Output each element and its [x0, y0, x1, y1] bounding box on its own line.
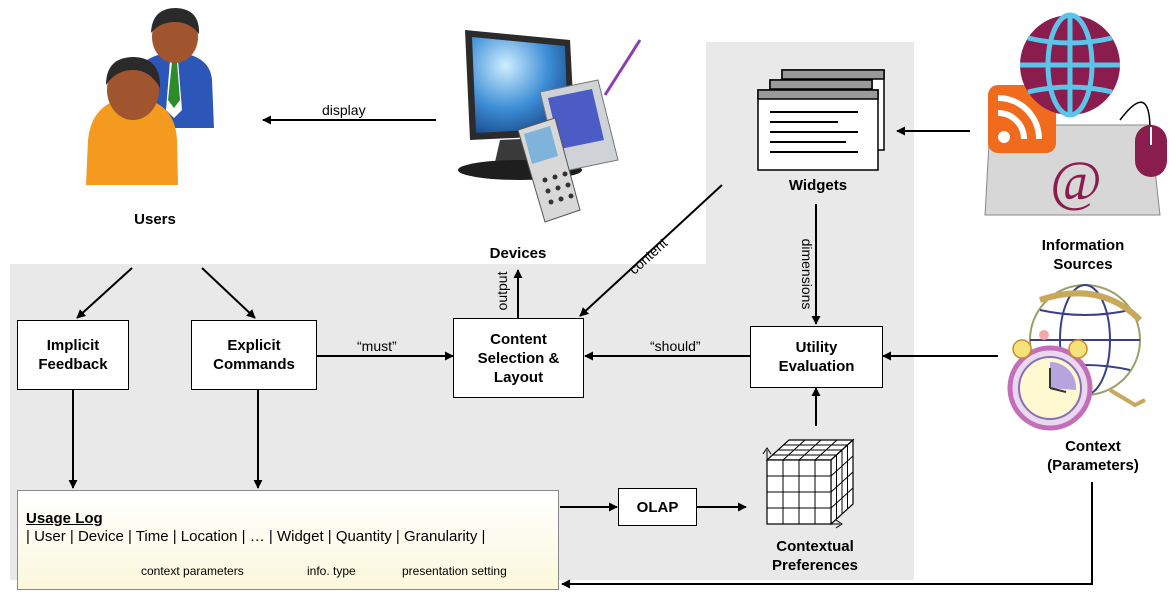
- widgets-icon: [757, 69, 885, 171]
- system-region: [10, 42, 914, 580]
- output-edge-label: output: [494, 271, 510, 311]
- display-edge-label: display: [322, 102, 366, 118]
- usage-log-box: Usage Log | User | Device | Time | Locat…: [17, 490, 559, 590]
- arrow-users-to-explicit: [201, 267, 256, 319]
- contextual-preferences-cube: [762, 438, 855, 529]
- context-parameters-group-label: context parameters: [141, 564, 244, 578]
- dimensions-edge-label: dimensions: [799, 238, 815, 310]
- arrow-users-to-implicit: [76, 267, 133, 319]
- olap-box: OLAP: [618, 488, 697, 526]
- info-type-group-label: info. type: [307, 564, 356, 578]
- users-icon: [86, 8, 214, 185]
- devices-label: Devices: [489, 245, 547, 262]
- presentation-setting-group-label: presentation setting: [402, 564, 507, 578]
- should-edge-label: “should”: [650, 338, 701, 354]
- users-label: Users: [134, 211, 176, 228]
- information-sources-label: Information Sources: [1041, 237, 1125, 273]
- usage-log-fields: | User | Device | Time | Location | … | …: [26, 528, 486, 545]
- devices-icon: [458, 30, 642, 223]
- usage-log-title: Usage Log: [26, 510, 103, 527]
- context-label: Context (Parameters): [1047, 438, 1139, 474]
- arrow-content: [579, 184, 723, 317]
- explicit-commands-box: Explicit Commands: [191, 320, 317, 390]
- must-edge-label: “must”: [357, 338, 397, 354]
- arrow-context-to-log: [561, 482, 1093, 589]
- contextual-preferences-label: Contextual Preferences: [772, 538, 858, 574]
- implicit-feedback-box: Implicit Feedback: [17, 320, 129, 390]
- svg-text:@: @: [1050, 151, 1102, 213]
- utility-evaluation-box: Utility Evaluation: [750, 326, 883, 388]
- content-selection-layout-box: Content Selection & Layout: [453, 318, 584, 398]
- information-sources-icon: @: [984, 12, 1167, 216]
- widgets-label: Widgets: [788, 177, 848, 194]
- context-icon: [1007, 284, 1146, 431]
